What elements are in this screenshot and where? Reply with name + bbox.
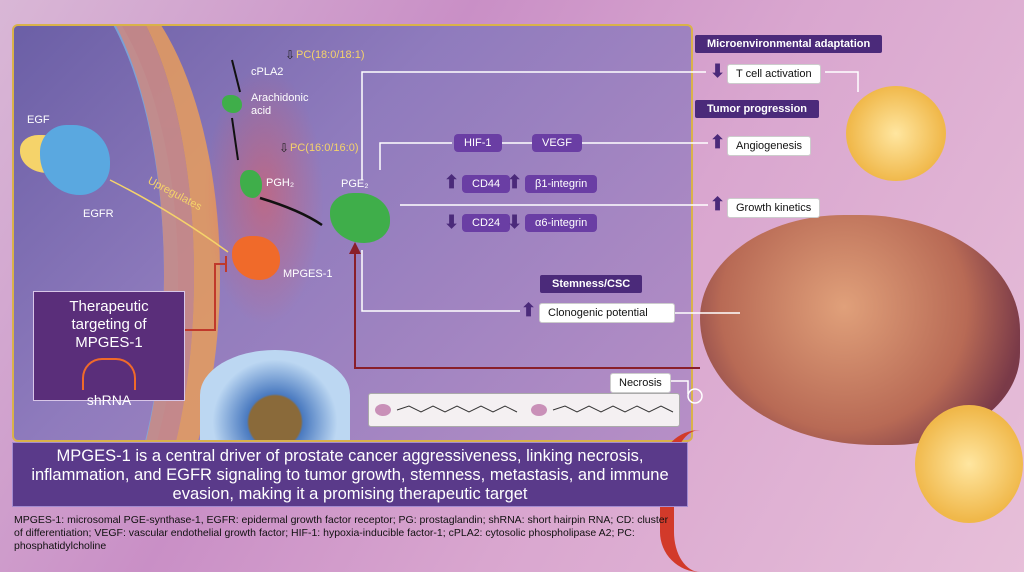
egfr-receptor (40, 125, 110, 195)
clono-up-icon: ⬆ (521, 300, 537, 320)
cd24-down-icon: ⬇ (444, 212, 460, 232)
pc16-down-arrow: ⇩ (279, 141, 290, 155)
stem-header: Stemness/CSC (540, 275, 643, 293)
er-organelle (200, 350, 350, 440)
summary-box: MPGES-1 is a central driver of prostate … (12, 442, 688, 507)
necrosis-box: Necrosis (610, 373, 671, 393)
arachidonic-molecule (222, 95, 242, 113)
pgh2-molecule (240, 170, 262, 198)
pc16-label: PC(16:0/16:0) (290, 142, 359, 154)
hif1-box: HIF-1 (454, 134, 502, 152)
cd44-up-icon: ⬆ (444, 172, 460, 192)
t-cell-image (846, 86, 946, 181)
tcell-box: T cell activation (727, 64, 821, 84)
egfr-label: EGFR (83, 208, 114, 220)
t-cell-image-2 (915, 405, 1023, 523)
growth-up-icon: ⬆ (710, 194, 726, 214)
shrna-label: shRNA (86, 392, 132, 408)
cpla2-label: cPLA2 (251, 66, 284, 78)
therapy-title: Therapeutic targeting of MPGES-1 (69, 298, 149, 351)
phospholipid-strip (368, 393, 680, 427)
angio-up-icon: ⬆ (710, 132, 726, 152)
phospholipid-structures (375, 404, 674, 416)
abbreviations-footnote: MPGES-1: microsomal PGE-synthase-1, EGFR… (14, 514, 669, 552)
clono-box: Clonogenic potential (539, 303, 675, 323)
hairpin-icon (82, 358, 136, 390)
mpges1-enzyme (232, 236, 280, 280)
pge2-label: PGE₂ (341, 178, 369, 190)
a6-down-icon: ⬇ (507, 212, 523, 232)
b1-integrin-box: β1-integrin (525, 175, 598, 193)
pgh2-label: PGH₂ (266, 177, 295, 189)
tcell-down-icon: ⬇ (710, 61, 726, 81)
angio-box: Angiogenesis (727, 136, 812, 156)
egf-label: EGF (27, 114, 50, 126)
mpges1-label: MPGES-1 (283, 268, 333, 280)
pc18-down-arrow: ⇩ (285, 48, 296, 62)
b1-up-icon: ⬆ (507, 172, 523, 192)
cd24-box: CD24 (462, 214, 511, 232)
therapy-box: Therapeutic targeting of MPGES-1 shRNA (33, 291, 185, 408)
tumor-header: Tumor progression (695, 100, 820, 118)
growth-box: Growth kinetics (727, 198, 821, 218)
pge2-molecule (330, 193, 390, 243)
vegf-box: VEGF (532, 134, 582, 152)
cd44-box: CD44 (462, 175, 511, 193)
arachidonic-label: Arachidonic acid (251, 92, 309, 117)
pc18-label: PC(18:0/18:1) (296, 49, 365, 61)
a6-integrin-box: α6-integrin (525, 214, 598, 232)
micro-header: Microenvironmental adaptation (695, 35, 883, 53)
